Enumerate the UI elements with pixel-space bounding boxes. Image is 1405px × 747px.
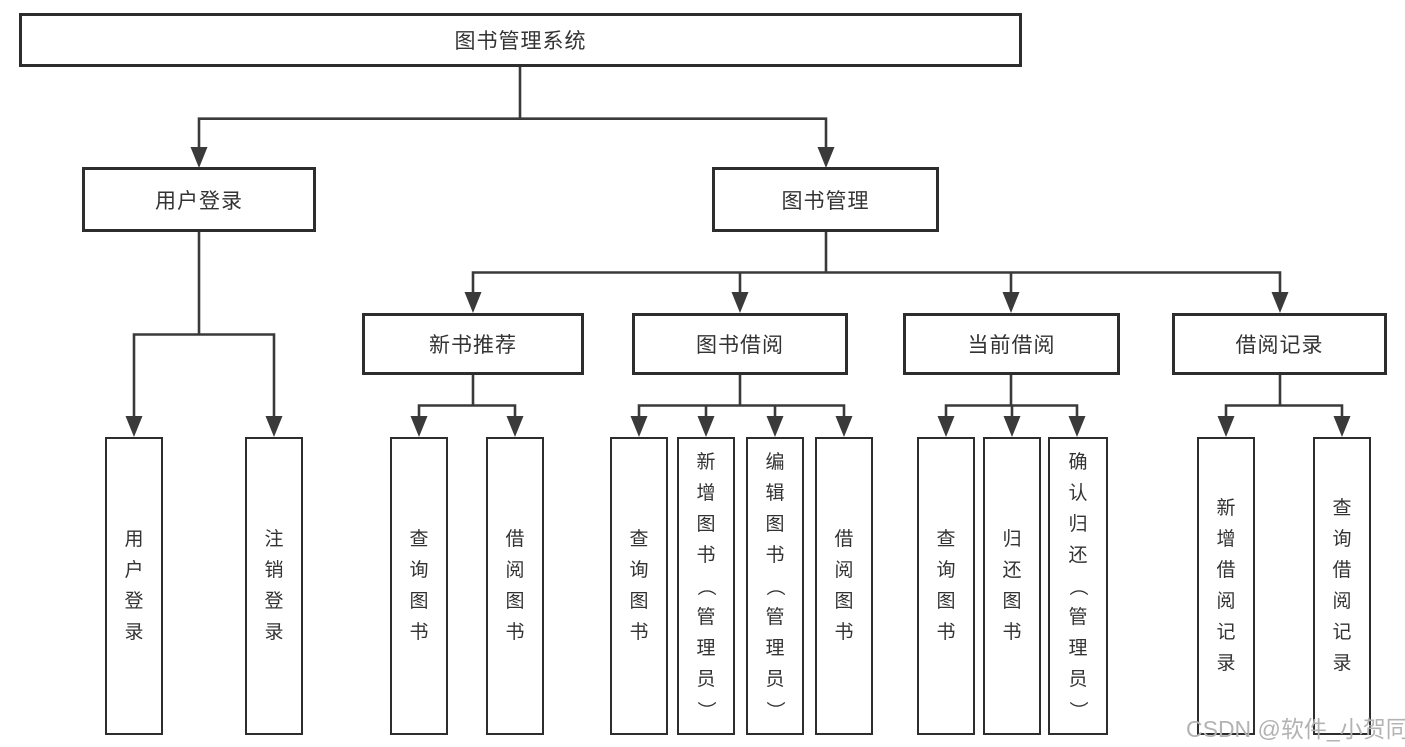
leaf-user-login: 用户登录 xyxy=(105,437,163,735)
leaf-edit-books-admin: 编辑图书（管理员） xyxy=(746,437,804,735)
leaf-edit-books-admin-label: 编辑图书（管理员） xyxy=(764,451,786,720)
leaf-query-borrow-record: 查询借阅记录 xyxy=(1313,437,1371,735)
leaf-add-books-admin-label: 新增图书（管理员） xyxy=(695,451,717,720)
node-book-borrowing: 图书借阅 xyxy=(632,313,848,375)
leaf-add-books-admin: 新增图书（管理员） xyxy=(677,437,735,735)
node-borrowing-records: 借阅记录 xyxy=(1172,313,1387,375)
leaf-logout-label: 注销登录 xyxy=(264,529,284,643)
leaf-confirm-return-admin-label: 确认归还（管理员） xyxy=(1067,451,1089,720)
leaf-return-books: 归还图书 xyxy=(983,437,1041,735)
leaf-borrow-books-recommend: 借阅图书 xyxy=(486,437,544,735)
leaf-add-borrow-record: 新增借阅记录 xyxy=(1197,437,1255,735)
leaf-borrow-books-recommend-label: 借阅图书 xyxy=(505,529,525,643)
leaf-user-login-label: 用户登录 xyxy=(124,529,144,643)
leaf-query-books-recommend-label: 查询图书 xyxy=(409,529,429,643)
leaf-borrow-books-borrowing-label: 借阅图书 xyxy=(834,529,854,643)
node-user-login: 用户登录 xyxy=(82,167,316,232)
leaf-query-books-recommend: 查询图书 xyxy=(390,437,448,735)
leaf-confirm-return-admin: 确认归还（管理员） xyxy=(1048,437,1108,735)
node-new-book-recommend: 新书推荐 xyxy=(362,313,584,375)
leaf-query-books-borrowing: 查询图书 xyxy=(610,437,668,735)
node-book-management: 图书管理 xyxy=(712,167,939,232)
leaf-query-books-borrowing-label: 查询图书 xyxy=(629,529,649,643)
leaf-return-books-label: 归还图书 xyxy=(1002,529,1022,643)
leaf-borrow-books-borrowing: 借阅图书 xyxy=(815,437,873,735)
leaf-logout: 注销登录 xyxy=(245,437,303,735)
leaf-query-books-current-label: 查询图书 xyxy=(936,529,956,643)
leaf-query-borrow-record-label: 查询借阅记录 xyxy=(1332,498,1352,674)
node-current-borrowing: 当前借阅 xyxy=(903,313,1120,375)
leaf-query-books-current: 查询图书 xyxy=(917,437,975,735)
leaf-add-borrow-record-label: 新增借阅记录 xyxy=(1216,498,1236,674)
node-root-system: 图书管理系统 xyxy=(19,13,1022,67)
